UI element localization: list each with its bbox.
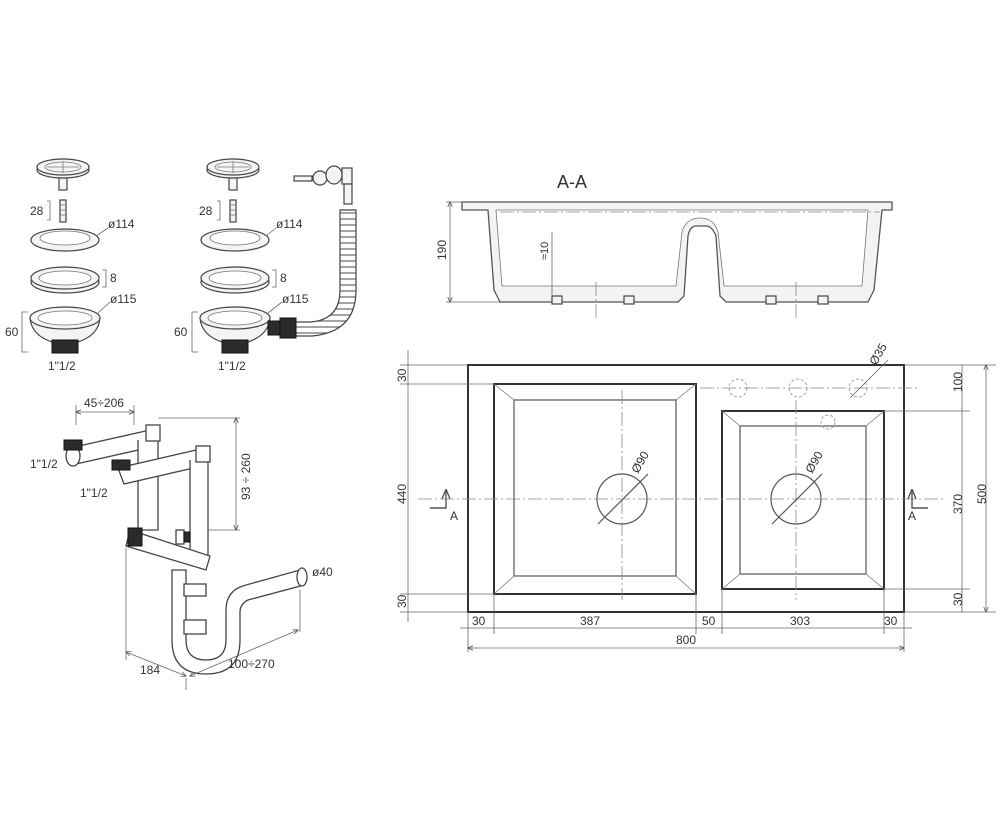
strainer-gasket-left [30,266,100,294]
dim-outlet: ø40 [312,565,333,579]
dim-114-right: ø114 [276,217,303,231]
dim-total-500: 500 [975,484,989,504]
thread-left-strainer: 1"1/2 [48,359,76,373]
bowl-right [721,410,885,590]
overflow-hose [279,165,357,339]
dim-width-30-left: 30 [472,614,486,628]
siphon-manifold [125,527,211,571]
drain-right-dia: Ø90 [802,449,826,476]
dim-width-303: 303 [790,614,810,628]
strainer-basket-left [36,158,90,191]
strainer-body-left [29,306,101,354]
tap-hole-dia: Ø35 [866,341,890,368]
dim-height-siphon: 93 ÷ 260 [239,453,253,500]
section-marker-right: A [908,509,916,523]
dim-28-right: 28 [199,204,213,218]
sink-outline [467,364,905,613]
dim-8-right: 8 [280,271,287,285]
bowl-left [493,383,697,595]
strainer-bolt-right [229,199,237,223]
section-markers [430,490,928,509]
plan-view: Ø90 Ø90 Ø35 A A 30 440 30 100 370 30 500 [395,341,996,652]
dim-115-left: ø115 [110,292,137,306]
dim-bracket-28-left [47,200,51,221]
siphon-inlet-right [111,445,211,561]
dim-height-440: 440 [395,484,409,504]
strainer-body-right [199,306,285,354]
dim-reach-siphon: 100÷270 [228,657,275,671]
section-title: A-A [557,172,587,192]
dim-8-left: 8 [110,271,117,285]
thread-right-strainer: 1"1/2 [218,359,246,373]
dim-width-800: 800 [676,633,696,647]
dim-114-left: ø114 [108,217,135,231]
dim-60-left: 60 [5,325,19,339]
double-siphon: 45÷206 1"1/2 1"1/2 93 ÷ 260 [30,396,333,690]
strainer-assembly-right: 28 ø114 8 ø115 60 1"1/2 [174,158,357,373]
section-view-a-a: A-A 190 ≈10 [435,172,893,320]
dim-bottom-30: 30 [395,594,409,608]
dim-section-lip: ≈10 [539,242,551,260]
dim-depth-siphon: 184 [140,663,160,677]
strainer-assembly-left: 28 ø114 8 ø115 60 1"1/2 [5,158,137,373]
dim-width-30-right: 30 [884,614,898,628]
strainer-basket-right [206,158,260,191]
dim-right-100: 100 [951,372,965,392]
dim-right-370: 370 [951,494,965,514]
dim-right-30: 30 [951,592,965,606]
tap-holes [700,378,920,430]
drain-left-dia: Ø90 [628,449,652,476]
dim-115-right: ø115 [282,292,309,306]
section-marker-left: A [450,509,458,523]
strainer-gasket-right [200,266,270,294]
dim-width-387: 387 [580,614,600,628]
dim-28-left: 28 [30,204,44,218]
thread-siphon-left: 1"1/2 [30,457,58,471]
dim-60-right: 60 [174,325,188,339]
siphon-inlet-left [63,424,161,531]
dim-top-30: 30 [395,368,409,382]
thread-siphon-right: 1"1/2 [80,486,108,500]
strainer-flange-right [200,228,270,252]
strainer-flange-left [30,228,100,252]
dim-section-depth: 190 [435,240,449,260]
dim-spacing: 45÷206 [84,396,124,410]
strainer-bolt-left [59,199,67,223]
dim-width-50: 50 [702,614,716,628]
